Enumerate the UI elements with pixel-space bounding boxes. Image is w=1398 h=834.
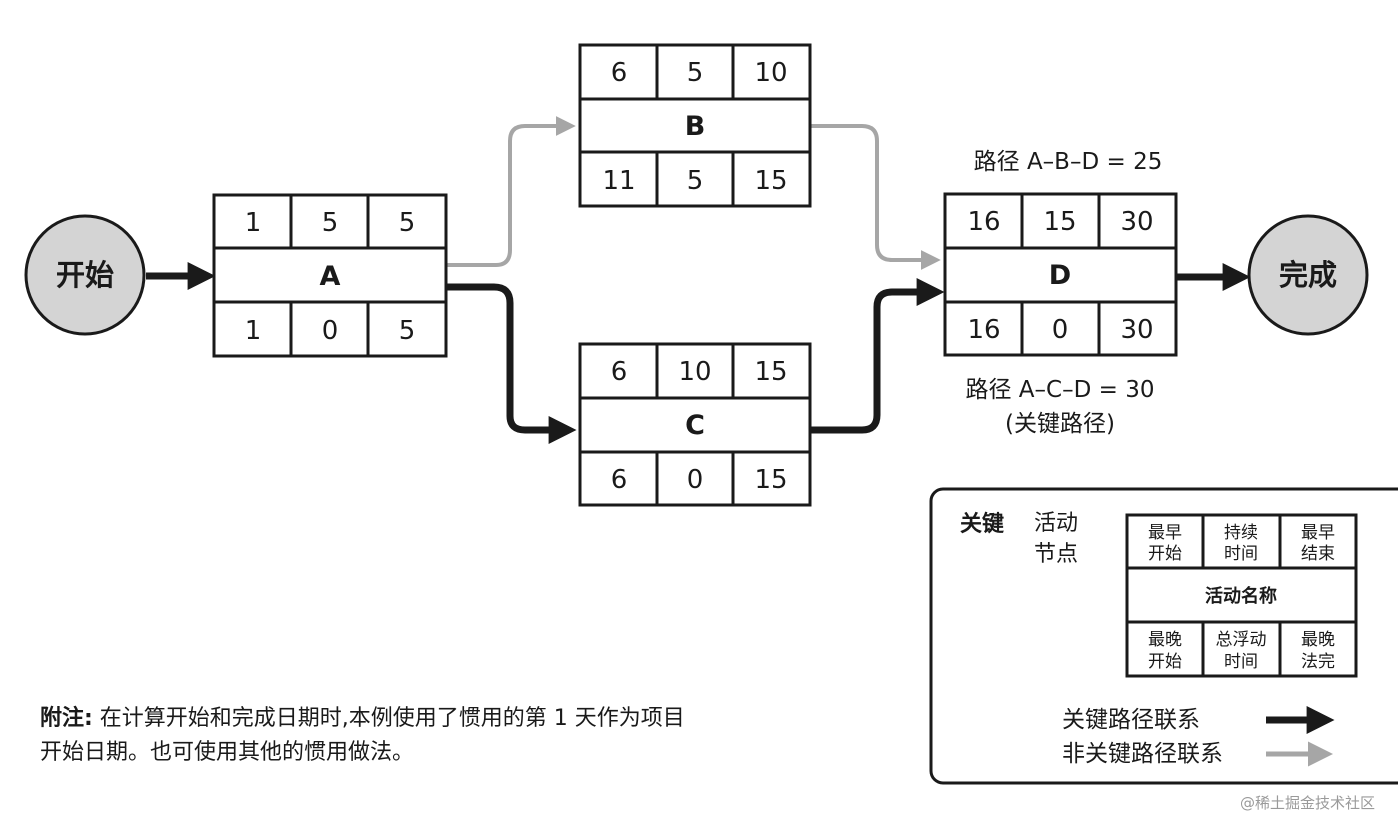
link-c-d <box>810 278 945 434</box>
early-start: 6 <box>611 58 628 88</box>
early-finish: 5 <box>399 208 416 238</box>
watermark: @稀土掘金技术社区 <box>1240 794 1375 812</box>
legend-node: 最早 开始 持续 时间 最早 结束 活动名称 最晚 开始 总浮动 时间 最晚 法… <box>1125 513 1358 678</box>
total-float: 5 <box>687 166 704 196</box>
legend-lf-line1: 最晚 <box>1301 630 1335 650</box>
duration: 10 <box>678 357 711 387</box>
finish-node: 完成 <box>1247 214 1369 336</box>
legend-ef-line1: 最早 <box>1301 523 1335 543</box>
legend-es-line2: 开始 <box>1148 544 1182 564</box>
activity-node-a: 1 5 5 A 1 0 5 <box>212 193 448 358</box>
footnote: 附注: 在计算开始和完成日期时,本例使用了惯用的第 1 天作为项目 开始日期。也… <box>40 705 685 765</box>
duration: 15 <box>1043 207 1076 237</box>
early-start: 16 <box>967 207 1000 237</box>
early-finish: 15 <box>754 357 787 387</box>
legend-tf-line2: 时间 <box>1224 652 1258 672</box>
late-start: 16 <box>967 315 1000 345</box>
start-label: 开始 <box>56 258 114 292</box>
activity-name: C <box>685 410 705 441</box>
path-acd-label: 路径 A–C–D = 30 <box>966 377 1155 403</box>
finish-label: 完成 <box>1279 258 1337 292</box>
late-start: 6 <box>611 465 628 495</box>
legend-ls-line2: 开始 <box>1148 652 1182 672</box>
activity-node-d: 16 15 30 D 16 0 30 <box>943 192 1178 357</box>
legend-dur-line2: 时间 <box>1224 544 1258 564</box>
connectors <box>146 116 1251 444</box>
footnote-text-1: 在计算开始和完成日期时,本例使用了惯用的第 1 天作为项目 <box>93 706 685 731</box>
legend-ls-line1: 最晚 <box>1148 630 1182 650</box>
legend-subtitle-line1: 活动 <box>1034 511 1078 536</box>
activity-node-c: 6 10 15 C 6 0 15 <box>578 342 812 507</box>
late-finish: 30 <box>1120 315 1153 345</box>
footnote-line2: 开始日期。也可使用其他的惯用做法。 <box>40 740 414 765</box>
legend-title: 关键 <box>960 511 1004 537</box>
footnote-line1: 附注: 在计算开始和完成日期时,本例使用了惯用的第 1 天作为项目 <box>40 705 685 731</box>
legend: 关键 活动 节点 最早 开始 持续 时间 最早 结束 活动名称 最晚 开始 总浮… <box>929 487 1398 785</box>
activity-node-b: 6 5 10 B 11 5 15 <box>578 43 812 208</box>
late-start: 1 <box>245 316 262 346</box>
total-float: 0 <box>322 316 339 346</box>
footnote-label: 附注: <box>40 705 93 731</box>
legend-critical-label: 关键路径联系 <box>1062 707 1200 733</box>
late-finish: 15 <box>754 166 787 196</box>
late-start: 11 <box>602 166 635 196</box>
link-b-d <box>810 124 941 270</box>
activity-name: D <box>1049 260 1071 291</box>
legend-ef-line2: 结束 <box>1301 544 1335 564</box>
legend-es-line1: 最早 <box>1148 523 1182 543</box>
legend-subtitle-line2: 节点 <box>1034 542 1078 567</box>
duration: 5 <box>322 208 339 238</box>
legend-dur-line1: 持续 <box>1224 523 1258 543</box>
activity-name: A <box>320 261 341 292</box>
early-start: 6 <box>611 357 628 387</box>
legend-tf-line1: 总浮动 <box>1216 630 1267 650</box>
early-start: 1 <box>245 208 262 238</box>
duration: 5 <box>687 58 704 88</box>
total-float: 0 <box>1052 315 1069 345</box>
link-a-b <box>446 116 576 267</box>
legend-lf-line2: 法完 <box>1301 652 1335 672</box>
late-finish: 5 <box>399 316 416 346</box>
activity-name: B <box>685 111 706 142</box>
early-finish: 30 <box>1120 207 1153 237</box>
critical-path-note: (关键路径) <box>1005 411 1115 437</box>
total-float: 0 <box>687 465 704 495</box>
path-abd-label: 路径 A–B–D = 25 <box>974 149 1163 175</box>
start-node: 开始 <box>24 214 146 336</box>
link-a-c <box>446 283 577 444</box>
late-finish: 15 <box>754 465 787 495</box>
early-finish: 10 <box>754 58 787 88</box>
legend-noncritical-label: 非关键路径联系 <box>1062 741 1223 767</box>
legend-activity-name: 活动名称 <box>1205 585 1277 607</box>
